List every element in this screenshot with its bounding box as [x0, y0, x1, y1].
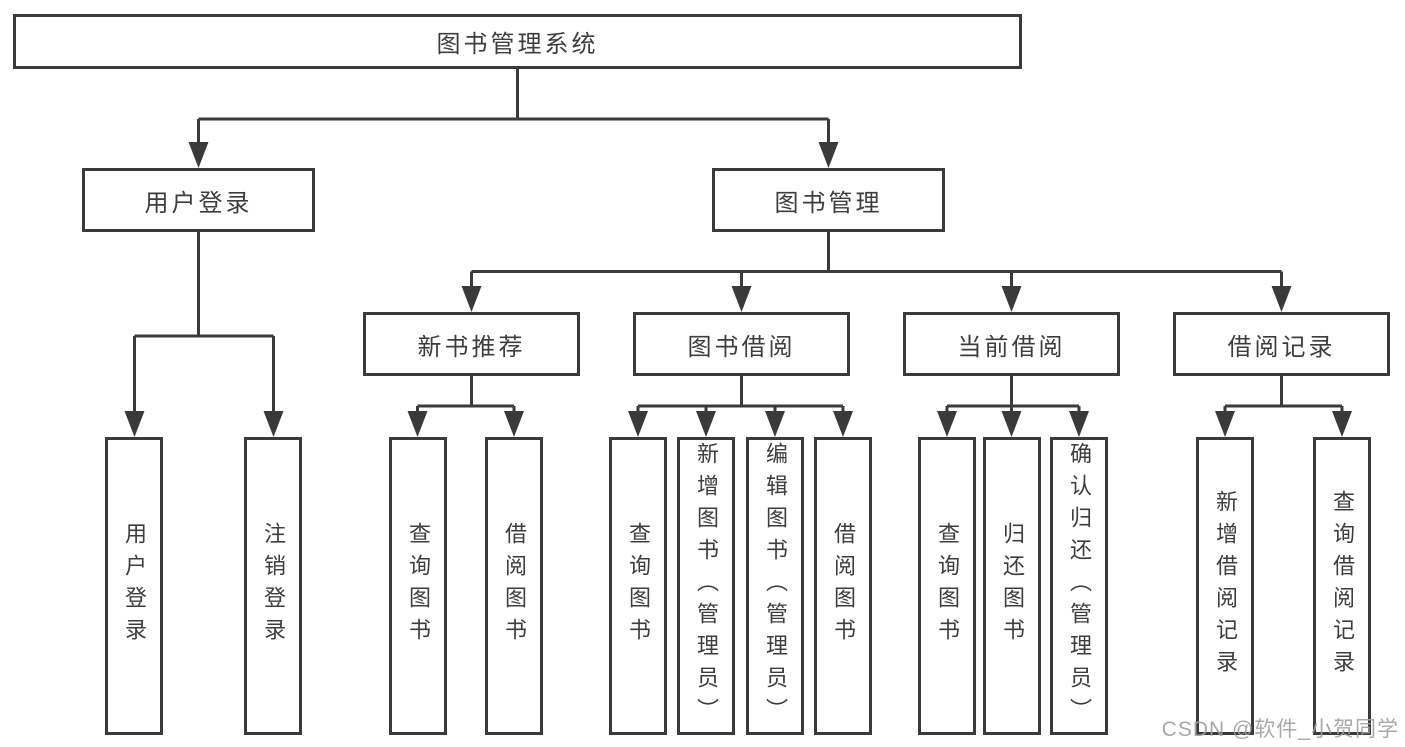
node-leaf-return-book: 归还图书: [983, 437, 1041, 735]
node-label: 借阅图书: [831, 522, 856, 650]
node-label: 查询图书: [935, 522, 960, 650]
node-label: 归还图书: [1000, 522, 1025, 650]
node-leaf-query-borrow-record: 查询借阅记录: [1313, 437, 1371, 735]
node-leaf-query-books-1: 查询图书: [389, 437, 447, 735]
node-leaf-logout: 注销登录: [244, 437, 302, 735]
node-label: 图书借阅: [687, 333, 796, 361]
node-label: 新书推荐: [417, 333, 526, 361]
watermark: CSDN @软件_小贺同学: [1161, 718, 1399, 741]
node-leaf-borrow-books-2: 借阅图书: [814, 437, 872, 735]
node-leaf-confirm-return-admin: 确认归还（管理员）: [1050, 437, 1108, 735]
node-label: 新增图书（管理员）: [694, 442, 719, 730]
node-current-borrowing: 当前借阅: [903, 312, 1120, 376]
node-label: 图书管理系统: [436, 31, 599, 58]
node-leaf-query-books-3: 查询图书: [918, 437, 976, 735]
node-label: 确认归还（管理员）: [1067, 442, 1092, 730]
node-book-management: 图书管理: [712, 168, 945, 232]
node-label: 用户登录: [144, 189, 253, 217]
node-label: 借阅图书: [502, 522, 527, 650]
node-leaf-add-book-admin: 新增图书（管理员）: [677, 437, 735, 735]
node-label: 借阅记录: [1227, 333, 1336, 361]
node-leaf-add-borrow-record: 新增借阅记录: [1196, 437, 1254, 735]
node-leaf-query-books-2: 查询图书: [609, 437, 667, 735]
node-leaf-borrow-books-1: 借阅图书: [485, 437, 543, 735]
node-label: 用户登录: [122, 522, 147, 650]
node-label: 编辑图书（管理员）: [763, 442, 788, 730]
node-label: 图书管理: [774, 189, 883, 217]
node-book-management-system: 图书管理系统: [13, 14, 1022, 69]
node-label: 查询借阅记录: [1330, 490, 1355, 682]
node-new-book-recommendation: 新书推荐: [363, 312, 580, 376]
node-book-borrowing: 图书借阅: [633, 312, 850, 376]
node-borrowing-records: 借阅记录: [1173, 312, 1390, 376]
node-user-login: 用户登录: [82, 168, 315, 232]
node-label: 新增借阅记录: [1213, 490, 1238, 682]
node-label: 注销登录: [261, 522, 286, 650]
node-label: 查询图书: [406, 522, 431, 650]
node-label: 当前借阅: [957, 333, 1066, 361]
node-leaf-user-login: 用户登录: [105, 437, 163, 735]
node-label: 查询图书: [626, 522, 651, 650]
node-leaf-edit-book-admin: 编辑图书（管理员）: [746, 437, 804, 735]
